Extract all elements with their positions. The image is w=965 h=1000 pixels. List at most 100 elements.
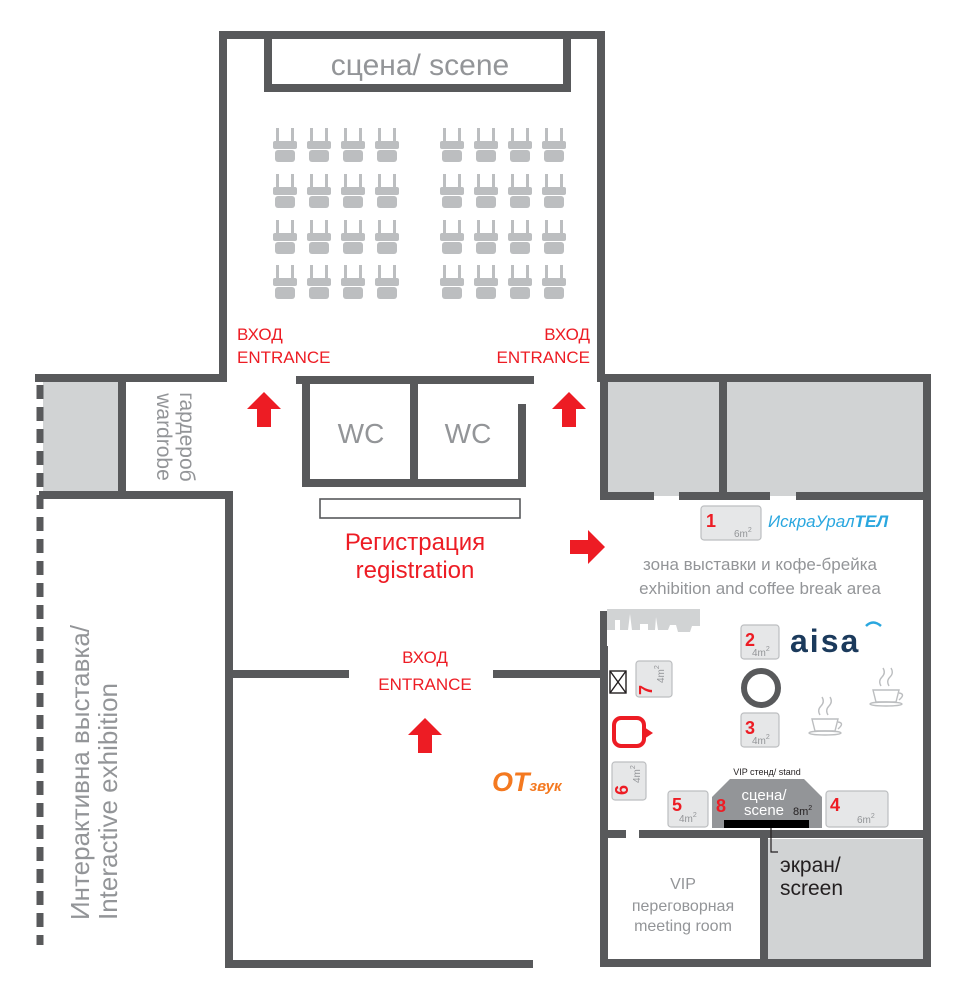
svg-text:4m2: 4m2	[654, 665, 667, 683]
stand-4[interactable]: 4 6m2	[825, 790, 889, 828]
round-table-icon	[741, 668, 781, 708]
right-arrow-icon	[570, 530, 605, 564]
chair-icon	[542, 265, 566, 299]
stand-number: 5	[672, 795, 682, 815]
chair-icon	[508, 220, 532, 254]
chair-icon	[375, 174, 399, 208]
stand-area: 4m	[752, 736, 766, 747]
chair-icon	[508, 174, 532, 208]
screen-room-fill	[768, 839, 927, 963]
storage-room-right-a	[606, 380, 720, 496]
iskra-logo: ИскраУралТЕЛ	[768, 512, 889, 531]
chair-icon	[474, 265, 498, 299]
stand-6[interactable]: 6 4m2	[611, 761, 647, 801]
entrance-right-en: ENTRANCE	[496, 348, 590, 367]
svg-text:4m2: 4m2	[630, 765, 643, 783]
stand-area-sup: 2	[693, 812, 697, 819]
chair-icon	[440, 265, 464, 299]
stand-area-sup: 2	[808, 805, 812, 812]
entrance-center-ru: ВХОД	[402, 648, 448, 667]
svg-text:6m2: 6m2	[734, 527, 752, 540]
wc-right-label: WC	[445, 418, 492, 449]
screen-pointer-line	[770, 828, 778, 853]
stand-area-sup: 2	[654, 665, 661, 669]
chair-icon	[375, 128, 399, 162]
chair-icon	[375, 265, 399, 299]
chair-icon	[440, 220, 464, 254]
stand-area: 4m	[656, 669, 667, 683]
chair-icon	[542, 128, 566, 162]
storage-room-left	[43, 380, 122, 496]
vip-stage-line1: сцена/	[741, 787, 787, 804]
entrance-left-en: ENTRANCE	[237, 348, 331, 367]
stand-7[interactable]: 7 4m2	[635, 660, 673, 698]
chair-icon	[273, 220, 297, 254]
storage-room-right-b	[727, 380, 927, 496]
chair-icon	[474, 174, 498, 208]
meeting-room-line3: meeting room	[634, 918, 732, 935]
stand-area: 6m	[734, 529, 748, 540]
screen-label-en: screen	[780, 877, 843, 900]
chair-icon	[307, 265, 331, 299]
stand-2[interactable]: 2 4m2	[740, 624, 780, 660]
coffee-cup-icon	[808, 696, 843, 736]
coffee-area-en: exhibition and coffee break area	[639, 579, 881, 598]
chair-icon	[440, 174, 464, 208]
up-arrow-icon	[552, 392, 586, 427]
stand-8[interactable]: 8 сцена/ scene 8m2	[712, 779, 822, 828]
exhibition-ru: Интерактивна выставка/	[65, 624, 95, 920]
audience-seating	[273, 128, 566, 299]
chair-icon	[341, 220, 365, 254]
vip-stand-title: VIP стенд/ stand	[733, 767, 801, 777]
entrance-right-ru: ВХОД	[544, 325, 590, 344]
stand-number: 1	[706, 511, 716, 531]
stand-area-sup: 2	[630, 765, 637, 769]
stand-number: 7	[636, 685, 656, 695]
up-arrow-icon	[408, 718, 442, 753]
stand-area-sup: 2	[748, 527, 752, 534]
svg-text:4m2: 4m2	[752, 734, 770, 747]
stand-5[interactable]: 5 4m2	[667, 790, 709, 828]
chair-icon	[542, 220, 566, 254]
exhibition-en: Interactive exhibition	[93, 683, 123, 920]
chair-icon	[440, 128, 464, 162]
stand-number: 6	[612, 785, 632, 795]
stand-area: 4m	[679, 814, 693, 825]
chair-icon	[273, 128, 297, 162]
stand-area: 6m	[857, 815, 871, 826]
city-skyline-icon	[607, 609, 700, 646]
stand-number: 3	[745, 718, 755, 738]
stand-number: 4	[830, 795, 840, 815]
chair-icon	[341, 128, 365, 162]
stand-area-sup: 2	[766, 646, 770, 653]
registration-en: registration	[356, 557, 475, 584]
wardrobe-ru: гардероб	[175, 392, 198, 481]
aisa-logo: aisa	[790, 623, 860, 659]
coffee-area-ru: зона выставки и кофе-брейка	[643, 555, 877, 574]
wc-left-label: WC	[338, 418, 385, 449]
stand-area: 4m	[632, 769, 643, 783]
up-arrow-icon	[247, 392, 281, 427]
chair-icon	[542, 174, 566, 208]
registration-desk	[319, 498, 521, 519]
entrance-left-ru: ВХОД	[237, 325, 283, 344]
walls	[35, 31, 931, 968]
chair-icon	[474, 220, 498, 254]
chair-icon	[273, 174, 297, 208]
stand-3[interactable]: 3 4m2	[740, 712, 780, 748]
crossed-box-icon	[609, 670, 627, 694]
aisa-logo-wave	[865, 621, 882, 627]
otzvuk-logo: ОТзвук	[492, 767, 563, 797]
chair-icon	[508, 128, 532, 162]
chair-icon	[307, 128, 331, 162]
stand-area: 8m	[793, 806, 808, 818]
wardrobe-en: wardrobe	[152, 392, 175, 481]
stand-area: 4m	[752, 648, 766, 659]
screen-label-ru: экран/	[780, 854, 841, 877]
chair-icon	[508, 265, 532, 299]
stand-1[interactable]: 1 6m2	[700, 505, 762, 541]
svg-text:4m2: 4m2	[679, 812, 697, 825]
chair-icon	[341, 174, 365, 208]
svg-text:8m2: 8m2	[793, 805, 812, 818]
